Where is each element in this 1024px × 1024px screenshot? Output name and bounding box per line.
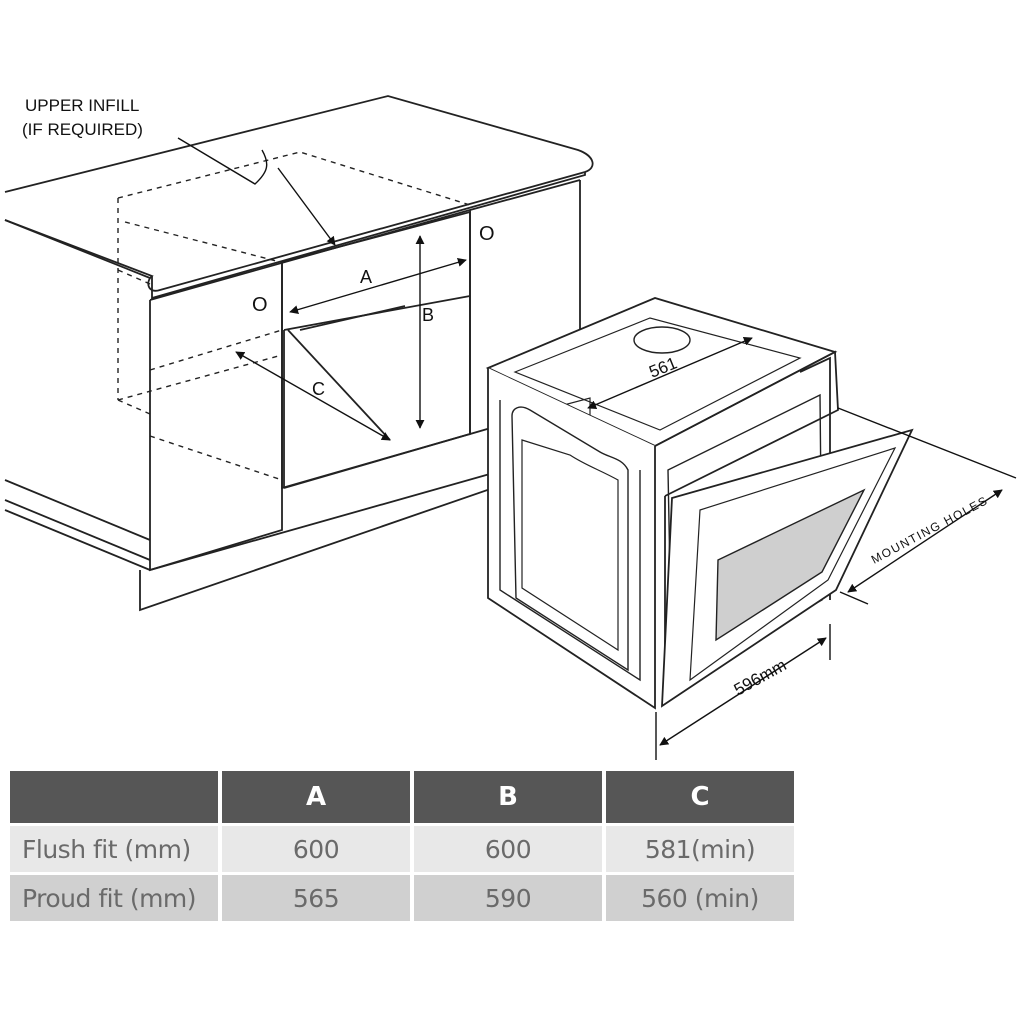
proud-fit-b: 590 xyxy=(414,875,602,921)
dimension-a-arrow xyxy=(289,257,467,315)
oven-depth-arrow xyxy=(587,337,753,409)
mounting-holes-dimension xyxy=(837,407,1017,605)
table-header-row: A B C xyxy=(10,771,794,823)
dimension-c-arrow xyxy=(235,351,391,441)
oven-width-label: 596mm xyxy=(731,655,790,699)
dimensions-table: A B C Flush fit (mm) 600 600 581(min) Pr… xyxy=(6,768,798,924)
header-cell-a: A xyxy=(222,771,410,823)
row-label-proud-fit: Proud fit (mm) xyxy=(10,875,218,921)
header-cell-c: C xyxy=(606,771,794,823)
callout-upper-infill: UPPER INFILL xyxy=(25,96,139,115)
callout-if-required: (IF REQUIRED) xyxy=(22,120,143,139)
table-row-proud-fit: Proud fit (mm) 565 590 560 (min) xyxy=(10,875,794,921)
installation-diagram: UPPER INFILL (IF REQUIRED) A B C O O xyxy=(4,95,1017,760)
mounting-holes-label: MOUNTING HOLES xyxy=(869,493,991,567)
row-label-flush-fit: Flush fit (mm) xyxy=(10,826,218,872)
table-row-flush-fit: Flush fit (mm) 600 600 581(min) xyxy=(10,826,794,872)
flush-fit-a: 600 xyxy=(222,826,410,872)
proud-fit-c: 560 (min) xyxy=(606,875,794,921)
flush-fit-b: 600 xyxy=(414,826,602,872)
dimension-a-label: A xyxy=(360,267,372,287)
dimension-c-label: C xyxy=(312,379,325,399)
fixing-mark-left: O xyxy=(252,294,268,316)
oven-width-dimension xyxy=(655,624,831,760)
proud-fit-a: 565 xyxy=(222,875,410,921)
header-cell-b: B xyxy=(414,771,602,823)
header-cell-empty xyxy=(10,771,218,823)
fixing-mark-right: O xyxy=(479,223,495,245)
flush-fit-c: 581(min) xyxy=(606,826,794,872)
callout-leader xyxy=(177,137,335,245)
dimension-b-label: B xyxy=(422,305,434,325)
